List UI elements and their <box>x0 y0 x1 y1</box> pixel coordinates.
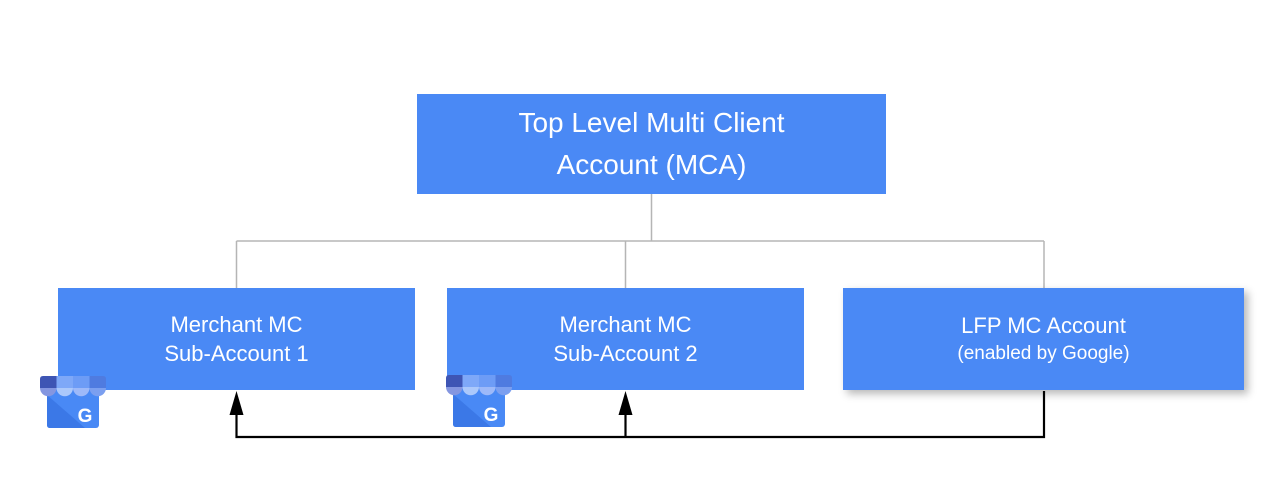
node-label-line2: Account (MCA) <box>556 149 747 180</box>
storefront-awning <box>446 375 512 396</box>
node-label-line2: Sub-Account 2 <box>553 341 698 366</box>
google-my-business-icon: G <box>40 376 106 428</box>
storefront-body <box>47 386 99 428</box>
node-merchant-sub-account-1: Merchant MC Sub-Account 1 <box>58 288 415 390</box>
node-label-line2: Sub-Account 1 <box>164 341 309 366</box>
node-label-line1: Merchant MC <box>170 312 303 337</box>
node-label-line1: LFP MC Account <box>961 313 1126 338</box>
node-merchant-sub-account-2: Merchant MC Sub-Account 2 <box>447 288 804 390</box>
node-top-level-mca: Top Level Multi Client Account (MCA) <box>417 94 886 194</box>
storefront-awning <box>40 376 106 397</box>
node-label-line1: Merchant MC <box>559 312 692 337</box>
arrow-head-sub2 <box>618 391 633 415</box>
hierarchy-connector-lines <box>235 194 1045 288</box>
google-g-letter: G <box>484 405 499 426</box>
node-lfp-mc-account: LFP MC Account (enabled by Google) <box>843 288 1244 390</box>
node-label-line2: (enabled by Google) <box>957 343 1130 364</box>
node-label-line1: Top Level Multi Client <box>518 107 785 138</box>
arrow-head-sub1 <box>229 391 244 415</box>
feedback-arrow-line <box>235 391 1046 439</box>
google-g-letter: G <box>78 406 93 427</box>
google-my-business-icon: G <box>446 375 512 427</box>
storefront-body <box>453 385 505 427</box>
